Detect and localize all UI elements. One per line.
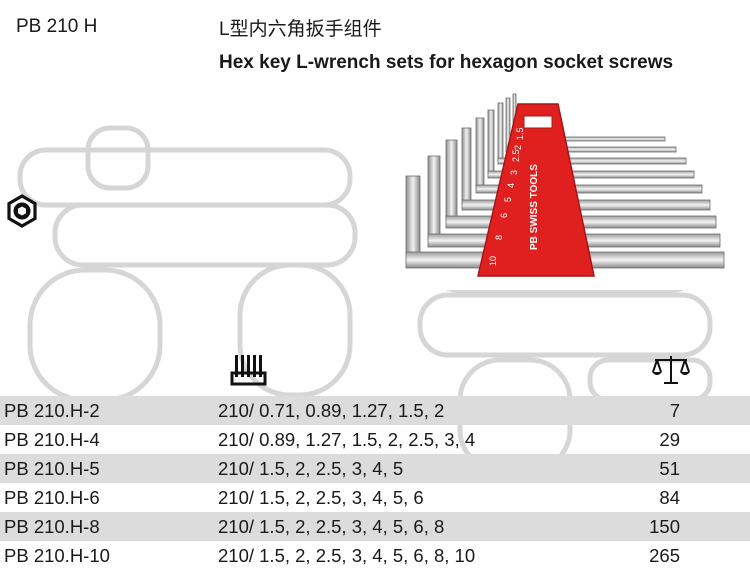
holder-size-label: 4 [506,183,516,188]
holder-brand: PB SWISS TOOLS [529,164,540,250]
holder-size-label: 8 [494,235,504,240]
key-sizes: 210/ 1.5, 2, 2.5, 3, 4, 5, 6, 8, 10 [218,544,476,566]
key-sizes: 210/ 0.71, 0.89, 1.27, 1.5, 2 [218,396,601,425]
weight-value: 29 [659,428,680,450]
weight-value: 84 [659,486,680,508]
hex-key-set-photo: PB SWISS TOOLS 10 8 6 5 4 3 2.5 2 1.5 [398,90,728,290]
key-sizes: 210/ 1.5, 2, 2.5, 3, 4, 5 [218,454,601,483]
variant-code: PB 210.H-10 [4,544,110,566]
table-row: PB 210.H-10 210/ 1.5, 2, 2.5, 3, 4, 5, 6,… [0,541,750,570]
holder-size-label: 2.5 [511,149,521,162]
variant-code: PB 210.H-6 [4,486,100,508]
holder-size-label: 5 [503,197,513,202]
holder-size-label: 10 [488,256,498,266]
hexagon-socket-icon [7,194,37,228]
key-sizes: 210/ 1.5, 2, 2.5, 3, 4, 5, 6, 8 [218,512,601,541]
table-row: PB 210.H-4 210/ 0.89, 1.27, 1.5, 2, 2.5, … [0,425,750,454]
product-title-english: Hex key L-wrench sets for hexagon socket… [219,52,674,73]
weight-scale-icon [652,356,690,384]
holder-size-label: 2 [513,145,523,150]
weight-value: 51 [600,454,750,483]
weight-value: 150 [600,512,750,541]
table-row: PB 210.H-6 210/ 1.5, 2, 2.5, 3, 4, 5, 6 84 [0,483,750,512]
weight-value: 7 [600,396,750,425]
key-sizes: 210/ 0.89, 1.27, 1.5, 2, 2.5, 3, 4 [218,428,476,450]
variant-code: PB 210.H-2 [0,396,218,425]
variant-code: PB 210.H-5 [0,454,218,483]
hex-keys-quantity-icon [230,355,267,386]
holder-size-label: 3 [509,170,519,175]
holder-size-label: 1.5 [515,127,525,140]
variant-code: PB 210.H-4 [4,428,100,450]
holder-size-label: 6 [499,213,509,218]
key-sizes: 210/ 1.5, 2, 2.5, 3, 4, 5, 6 [218,486,424,508]
product-code-heading: PB 210 H [16,16,98,37]
variant-code: PB 210.H-8 [0,512,218,541]
weight-value: 265 [649,544,680,566]
red-holder: PB SWISS TOOLS 10 8 6 5 4 3 2.5 2 1.5 [477,103,595,277]
product-title-chinese: L型内六角扳手组件 [219,19,382,40]
